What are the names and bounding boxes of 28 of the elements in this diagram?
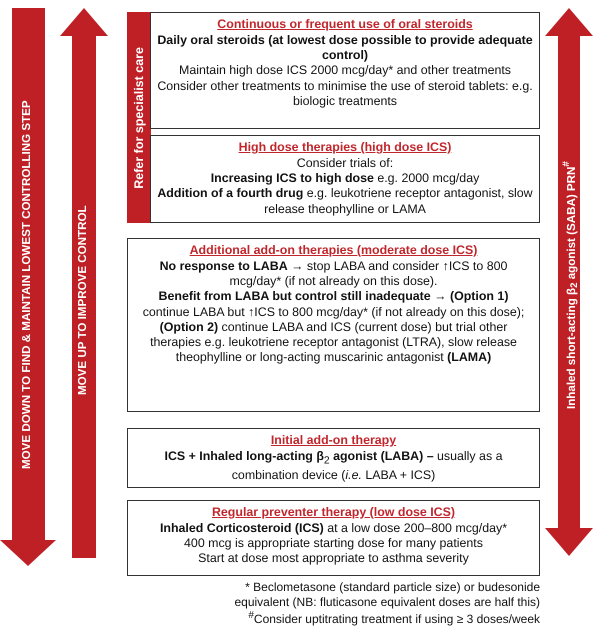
step-text: Consider trials of: <box>296 156 394 172</box>
footnote: $^{#}$Consider uptitrating treatment if using ≥ 3 doses/week <box>247 610 540 627</box>
step-text: Addition of a fourth drug e.g. leukotriene receptor antagonist, slow release theophylline or LAMA <box>157 186 533 217</box>
step-box <box>150 135 540 223</box>
step-heading: Initial add-on therapy <box>270 433 396 448</box>
step-text: Start at dose most appropriate to asthma severity <box>197 551 470 566</box>
step-text: Consider other treatments to minimise the use of steroid tablets: e.g. biologic treatments <box>157 78 533 109</box>
step-text: Maintain high dose ICS 2000 mcg/day* and other treatments <box>178 63 512 78</box>
step-text: Daily oral steroids (at lowest dose possible to provide adequate control) <box>157 33 533 64</box>
band-label: Refer for specialist care <box>132 46 146 188</box>
step-heading: Continuous or frequent use of oral steroids <box>217 17 473 32</box>
step-text: ICS + Inhaled long-acting β$_{2}$ agonist (LABA) – usually as a combination device (i.e. LABA + ICS) <box>164 449 504 484</box>
step-heading: Regular preventer therapy (low dose ICS) <box>212 505 456 520</box>
arrow-label: MOVE UP TO IMPROVE CONTROL <box>76 204 89 397</box>
step-box <box>150 12 540 129</box>
step-heading: High dose therapies (high dose ICS) <box>238 140 452 156</box>
step-heading: Additional add-on therapies (moderate dose ICS) <box>190 243 478 258</box>
step-text: Benefit from LABA but control still inadequate → (Option 1) continue LABA but ↑ICS to 800 mcg/day* (if not already on this dose); (Option 2) continue LABA and ICS (current dose) but trial other therapies e.g. leukotriene receptor antagonist (LTRA), slow release theophylline or long-acting muscarinic antagonist (LAMA) <box>142 289 526 365</box>
side-band <box>127 12 151 223</box>
step-text: No response to LABA → stop LABA and consider ↑ICS to 800 mcg/day* (if not already on this dose). <box>158 259 508 290</box>
step-box <box>127 500 540 576</box>
step-text: 400 mcg is appropriate starting dose for many patients <box>183 536 484 552</box>
arrow-label: MOVE DOWN TO FIND & MAINTAIN LOWEST CONTROLLING STEP <box>20 100 33 472</box>
step-box <box>127 238 540 412</box>
footnote: * Beclometasone (standard particle size) or budesonide equivalent (NB: fluticasone equivalent doses are half this) <box>233 580 540 610</box>
step-box <box>127 428 540 488</box>
step-text: Inhaled Corticosteroid (ICS) at a low dose 200–800 mcg/day* <box>158 521 508 536</box>
step-text: Increasing ICS to high dose e.g. 2000 mcg/day <box>210 171 480 186</box>
